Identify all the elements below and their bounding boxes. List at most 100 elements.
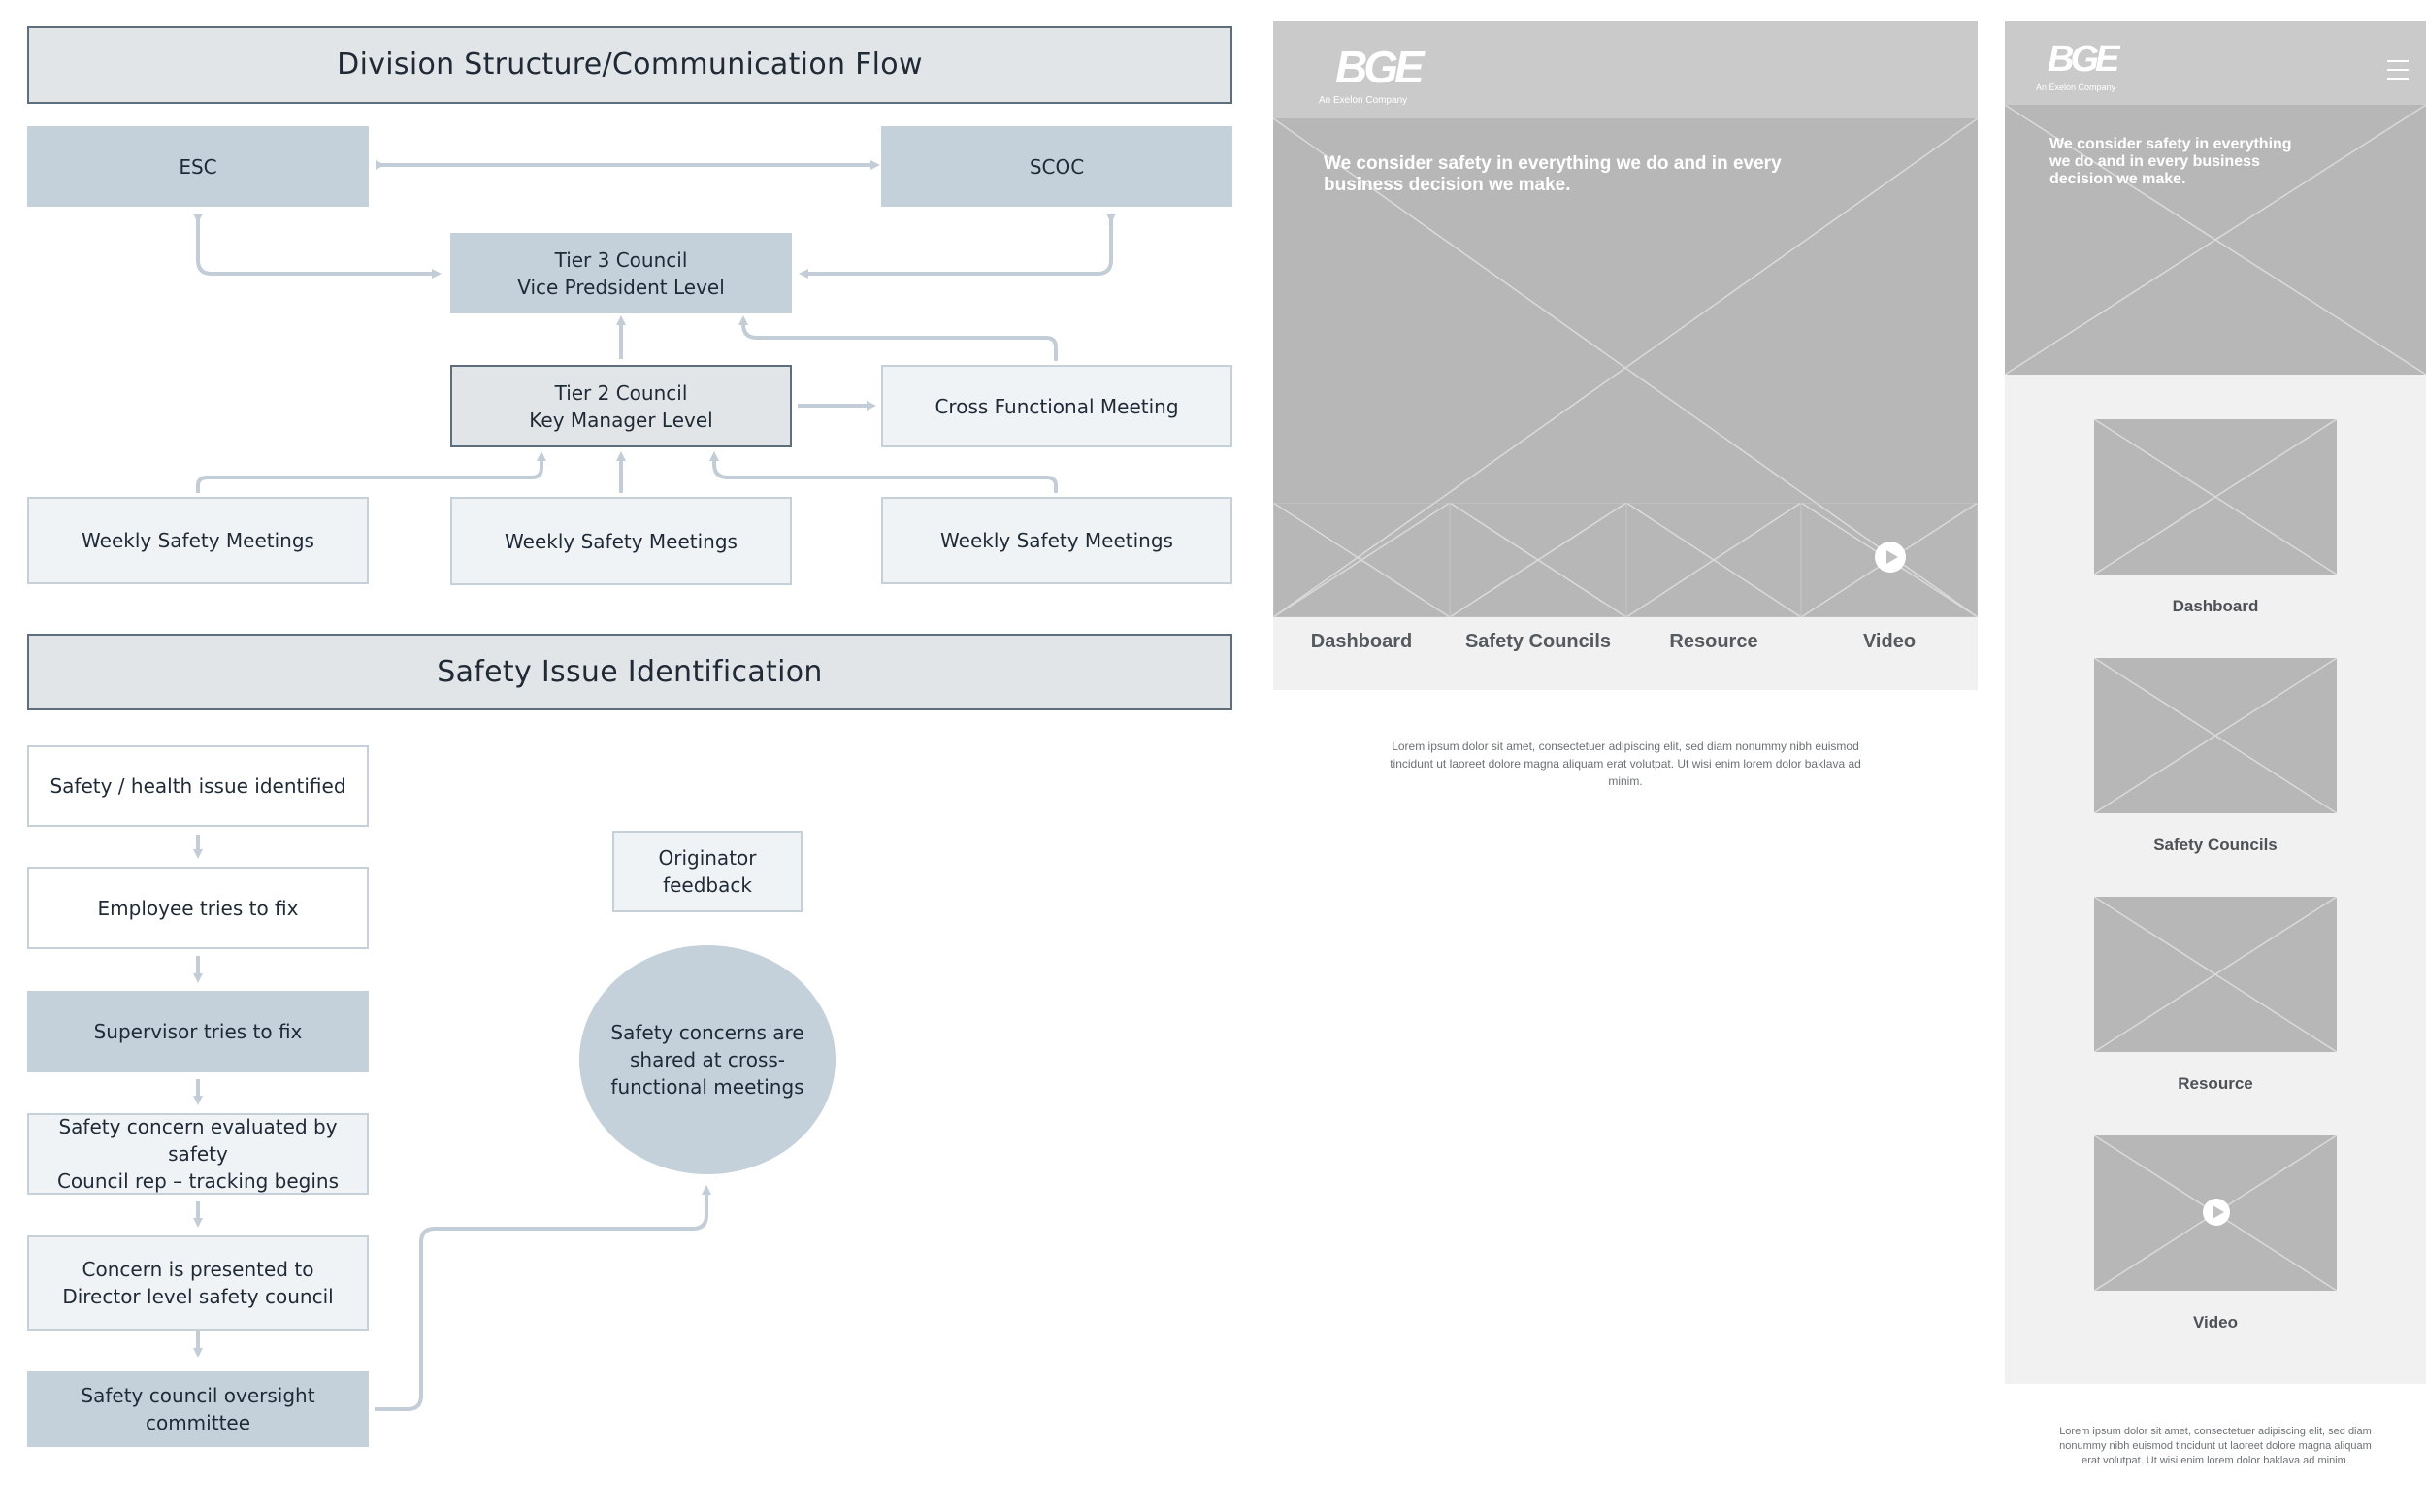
oversight-circle-connector bbox=[375, 1185, 711, 1411]
mobile-card-video-label[interactable]: Video bbox=[2193, 1313, 2238, 1331]
scoc-label: SCOC bbox=[1029, 154, 1085, 179]
mobile-lorem-line1: Lorem ipsum dolor sit amet, consectetuer… bbox=[2059, 1426, 2372, 1437]
mobile-logo-subtitle: An Exelon Company bbox=[2036, 82, 2116, 92]
flow-step-employee-fix: Employee tries to fix bbox=[27, 867, 369, 949]
desktop-hero-image-placeholder bbox=[1273, 118, 1978, 617]
scoc-tier3-connector bbox=[799, 214, 1116, 279]
desktop-nav-safety-councils[interactable]: Safety Councils bbox=[1464, 631, 1612, 652]
tier3-subtitle: Vice Predsident Level bbox=[517, 275, 725, 299]
esc-label: ESC bbox=[179, 154, 217, 179]
image-placeholder-icon bbox=[1273, 118, 1978, 617]
division-title: Division Structure/Communication Flow bbox=[27, 26, 1232, 104]
desktop-lorem-line2: tincidunt ut laoreet dolore magna aliqua… bbox=[1390, 757, 1861, 771]
desktop-hero-text: We consider safety in everything we do a… bbox=[1324, 153, 1782, 196]
shared-line1: Safety concerns are bbox=[610, 1021, 804, 1044]
desktop-thumb-2[interactable] bbox=[1450, 503, 1626, 617]
cross-functional-label: Cross Functional Meeting bbox=[934, 394, 1179, 418]
weekly-safety-meetings-box-3: Weekly Safety Meetings bbox=[881, 497, 1232, 584]
cross-functional-meeting-box: Cross Functional Meeting bbox=[881, 365, 1232, 447]
mobile-play-icon[interactable] bbox=[2203, 1199, 2230, 1226]
mobile-hero-line1: We consider safety in everything bbox=[2049, 136, 2292, 152]
mobile-card-resource-image[interactable] bbox=[2094, 897, 2337, 1052]
esc-box: ESC bbox=[27, 126, 369, 207]
desktop-bge-logo[interactable]: BGE bbox=[1335, 41, 1425, 93]
flow-step-1-label: Safety / health issue identified bbox=[49, 774, 346, 798]
mobile-logo-text: BGE bbox=[2048, 39, 2119, 80]
image-placeholder-icon bbox=[1450, 503, 1626, 617]
mobile-header-bar bbox=[2005, 21, 2426, 105]
tier2-subtitle: Key Manager Level bbox=[529, 408, 713, 432]
mobile-card-dashboard-label[interactable]: Dashboard bbox=[2172, 597, 2259, 615]
tier3-council-box: Tier 3 Council Vice Predsident Level bbox=[450, 233, 792, 313]
cross-tier3-connector bbox=[738, 315, 1058, 361]
originator-feedback-box: Originator feedback bbox=[612, 831, 803, 912]
weekly-safety-label-2: Weekly Safety Meetings bbox=[505, 529, 738, 553]
desktop-header-bar bbox=[1273, 21, 1978, 118]
desktop-nav-video[interactable]: Video bbox=[1862, 631, 1917, 652]
mobile-lorem-line2: nonummy nibh euismod tincidunt ut laoree… bbox=[2059, 1440, 2372, 1452]
mobile-card-dashboard-image[interactable] bbox=[2094, 419, 2337, 575]
mobile-bge-logo[interactable]: BGE bbox=[2048, 39, 2119, 81]
flow-step-issue-identified: Safety / health issue identified bbox=[27, 745, 369, 827]
desktop-lorem-line1: Lorem ipsum dolor sit amet, consectetuer… bbox=[1392, 740, 1859, 753]
weekly-safety-label-1: Weekly Safety Meetings bbox=[82, 529, 314, 552]
flow-step-5-line1: Concern is presented to bbox=[82, 1258, 314, 1281]
mobile-hero-image-placeholder bbox=[2005, 105, 2426, 375]
scoc-box: SCOC bbox=[881, 126, 1232, 207]
tier3-title: Tier 3 Council bbox=[554, 247, 688, 272]
flow-step-oversight-committee: Safety council oversight committee bbox=[27, 1371, 369, 1447]
desktop-hero-line1: We consider safety in everything we do a… bbox=[1324, 153, 1782, 174]
mobile-hero-line2: we do and in every business bbox=[2049, 153, 2260, 170]
mobile-hero-text: We consider safety in everything we do a… bbox=[2049, 136, 2292, 188]
weekly1-tier2-connector bbox=[196, 451, 546, 493]
desktop-nav-dashboard[interactable]: Dashboard bbox=[1310, 631, 1413, 652]
shared-line3: functional meetings bbox=[610, 1075, 804, 1099]
flow-step-3-label: Supervisor tries to fix bbox=[93, 1020, 303, 1043]
tier2-title: Tier 2 Council bbox=[554, 380, 688, 405]
safety-issue-title: Safety Issue Identification bbox=[27, 634, 1232, 710]
originator-line1: Originator bbox=[658, 846, 757, 870]
image-placeholder-icon bbox=[1626, 503, 1801, 617]
safety-concerns-shared-circle: Safety concerns are shared at cross- fun… bbox=[579, 945, 836, 1174]
mobile-card-resource-label[interactable]: Resource bbox=[2178, 1074, 2253, 1093]
flow-step-4-line1: Safety concern evaluated by safety bbox=[58, 1115, 338, 1166]
image-placeholder-icon bbox=[2005, 105, 2426, 375]
mobile-lorem-text: Lorem ipsum dolor sit amet, consectetuer… bbox=[2005, 1425, 2426, 1468]
esc-tier3-connector bbox=[193, 214, 442, 279]
flow-step-evaluated: Safety concern evaluated by safety Counc… bbox=[27, 1113, 369, 1195]
shared-line2: shared at cross- bbox=[629, 1048, 786, 1071]
connector-lines bbox=[193, 160, 1116, 1411]
desktop-nav-resource[interactable]: Resource bbox=[1669, 631, 1758, 652]
originator-line2: feedback bbox=[663, 873, 752, 897]
flow-step-5-line2: Director level safety council bbox=[62, 1285, 334, 1308]
desktop-hero-line2: business decision we make. bbox=[1324, 175, 1571, 195]
image-placeholder-icon bbox=[2094, 658, 2337, 813]
weekly-safety-meetings-box-2: Weekly Safety Meetings bbox=[450, 497, 792, 585]
flow-step-4-line2: Council rep – tracking begins bbox=[56, 1169, 340, 1193]
tier2-council-box: Tier 2 Council Key Manager Level bbox=[450, 365, 792, 447]
safety-issue-title-text: Safety Issue Identification bbox=[437, 654, 823, 689]
weekly3-tier2-connector bbox=[709, 451, 1058, 493]
image-placeholder-icon bbox=[2094, 419, 2337, 575]
desktop-play-icon[interactable] bbox=[1875, 542, 1906, 573]
hamburger-menu-icon[interactable] bbox=[2387, 60, 2409, 80]
flow-step-presented: Concern is presented to Director level s… bbox=[27, 1235, 369, 1331]
division-title-text: Division Structure/Communication Flow bbox=[337, 48, 923, 82]
mobile-card-safety-councils-label[interactable]: Safety Councils bbox=[2153, 836, 2278, 854]
desktop-thumb-1[interactable] bbox=[1273, 503, 1450, 617]
mobile-lorem-line3: erat volutpat. Ut wisi enim lorem dolor … bbox=[2082, 1455, 2349, 1466]
flow-step-supervisor-fix: Supervisor tries to fix bbox=[27, 991, 369, 1072]
flow-step-2-label: Employee tries to fix bbox=[97, 896, 299, 920]
desktop-logo-subtitle: An Exelon Company bbox=[1319, 95, 1408, 106]
flow-step-6-label: Safety council oversight committee bbox=[81, 1384, 315, 1434]
desktop-thumb-3[interactable] bbox=[1626, 503, 1801, 617]
weekly-safety-meetings-box-1: Weekly Safety Meetings bbox=[27, 497, 369, 584]
desktop-logo-text: BGE bbox=[1335, 42, 1425, 92]
desktop-lorem-line3: minim. bbox=[1608, 774, 1643, 788]
weekly-safety-label-3: Weekly Safety Meetings bbox=[940, 529, 1173, 552]
image-placeholder-icon bbox=[1273, 503, 1450, 617]
mobile-hero-line3: decision we make. bbox=[2049, 171, 2186, 187]
mobile-card-safety-councils-image[interactable] bbox=[2094, 658, 2337, 813]
desktop-lorem-text: Lorem ipsum dolor sit amet, consectetuer… bbox=[1273, 738, 1978, 790]
image-placeholder-icon bbox=[2094, 897, 2337, 1052]
